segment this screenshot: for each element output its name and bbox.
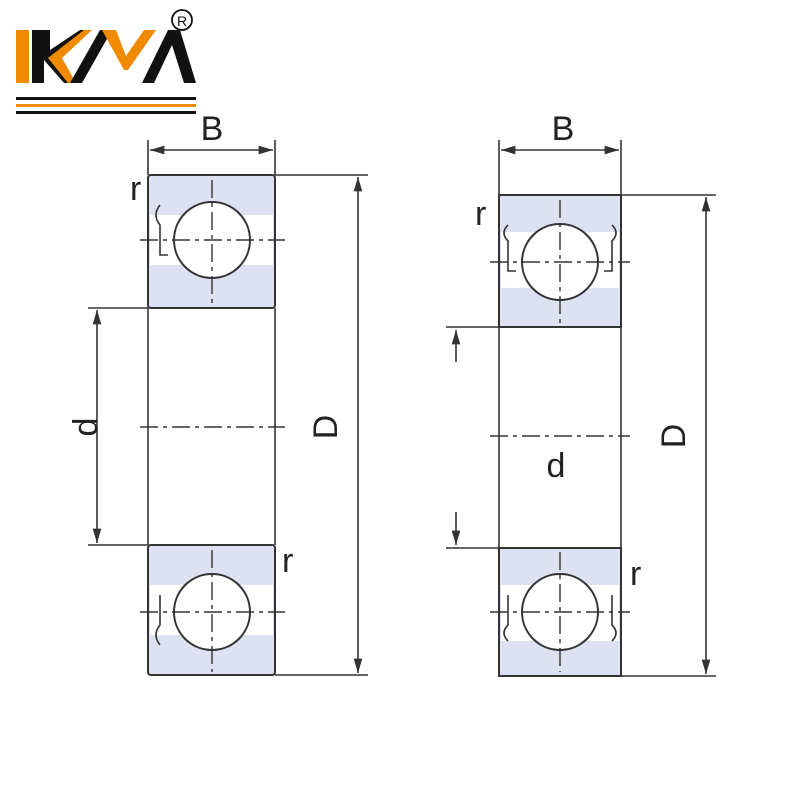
kya-logo: R	[16, 9, 196, 114]
registered-mark-icon	[171, 9, 193, 31]
svg-text:R: R	[177, 13, 187, 29]
right-bearing: B D d r r	[446, 110, 716, 677]
left-width-label: B	[201, 110, 224, 148]
right-outer-diameter-label: D	[655, 424, 693, 449]
left-bore-diameter-label: d	[67, 418, 105, 437]
left-bearing: B D d r r	[67, 110, 368, 676]
right-width-label: B	[552, 110, 575, 148]
right-radius-label-bottom: r	[630, 555, 641, 593]
right-bore-diameter-label: d	[547, 447, 566, 485]
left-outer-diameter-label: D	[307, 415, 345, 440]
left-radius-label-top: r	[130, 170, 141, 208]
left-radius-label-bottom: r	[282, 542, 293, 580]
right-radius-label-top: r	[475, 195, 486, 233]
